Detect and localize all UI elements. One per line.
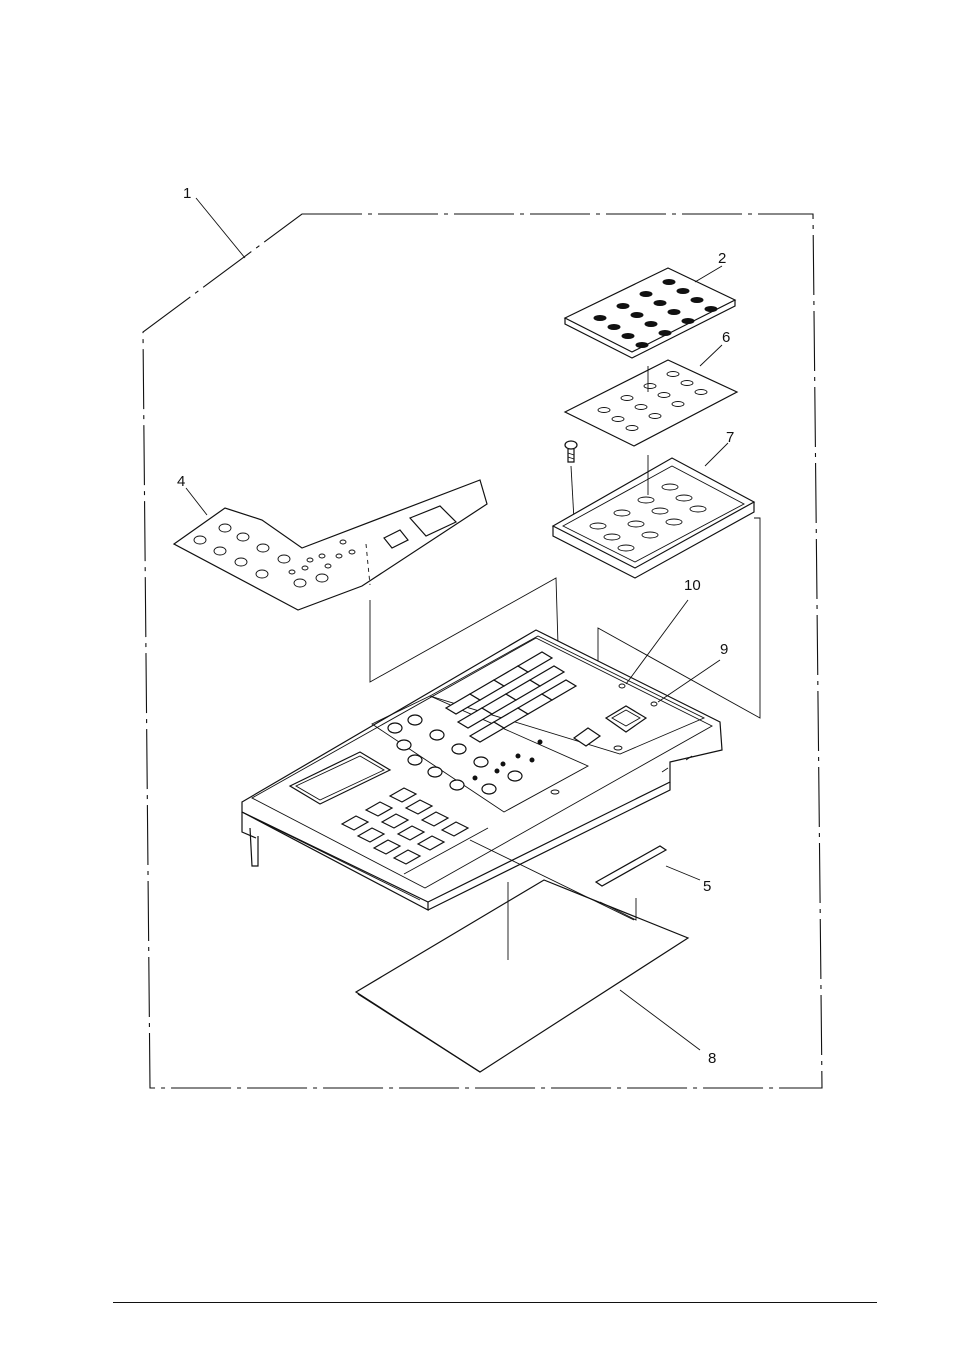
callout-7-label: 7 xyxy=(726,429,734,446)
part-2-key-cover xyxy=(565,268,735,358)
part-8-bottom-sheet xyxy=(356,880,688,1072)
callout-6-label: 6 xyxy=(722,329,730,346)
screw-icon xyxy=(565,441,577,462)
callout-10-label: 10 xyxy=(684,577,701,594)
callout-8-label: 8 xyxy=(708,1050,716,1067)
callout-9-label: 9 xyxy=(720,641,728,658)
footer-rule xyxy=(113,1302,877,1303)
callout-1-label: 1 xyxy=(183,185,191,202)
callout-10-leader xyxy=(626,600,688,684)
screw-alignment-line xyxy=(571,466,574,520)
callout-7-leader xyxy=(705,443,728,466)
callout-6-leader xyxy=(700,345,722,366)
part-4-panel-sheet xyxy=(174,480,487,610)
callout-2-leader xyxy=(695,266,722,282)
part-7-key-frame xyxy=(553,458,754,578)
part-1-main-unit xyxy=(242,630,722,910)
callout-4-leader xyxy=(186,488,207,515)
callout-1-leader xyxy=(196,198,245,258)
callout-2-label: 2 xyxy=(718,250,726,267)
callout-4-label: 4 xyxy=(177,473,185,490)
callout-5-leader xyxy=(666,866,700,880)
part-5-strip xyxy=(596,846,666,886)
callout-5-label: 5 xyxy=(703,878,711,895)
part-6-label-sheet xyxy=(565,360,737,446)
callout-8-leader xyxy=(620,990,700,1050)
